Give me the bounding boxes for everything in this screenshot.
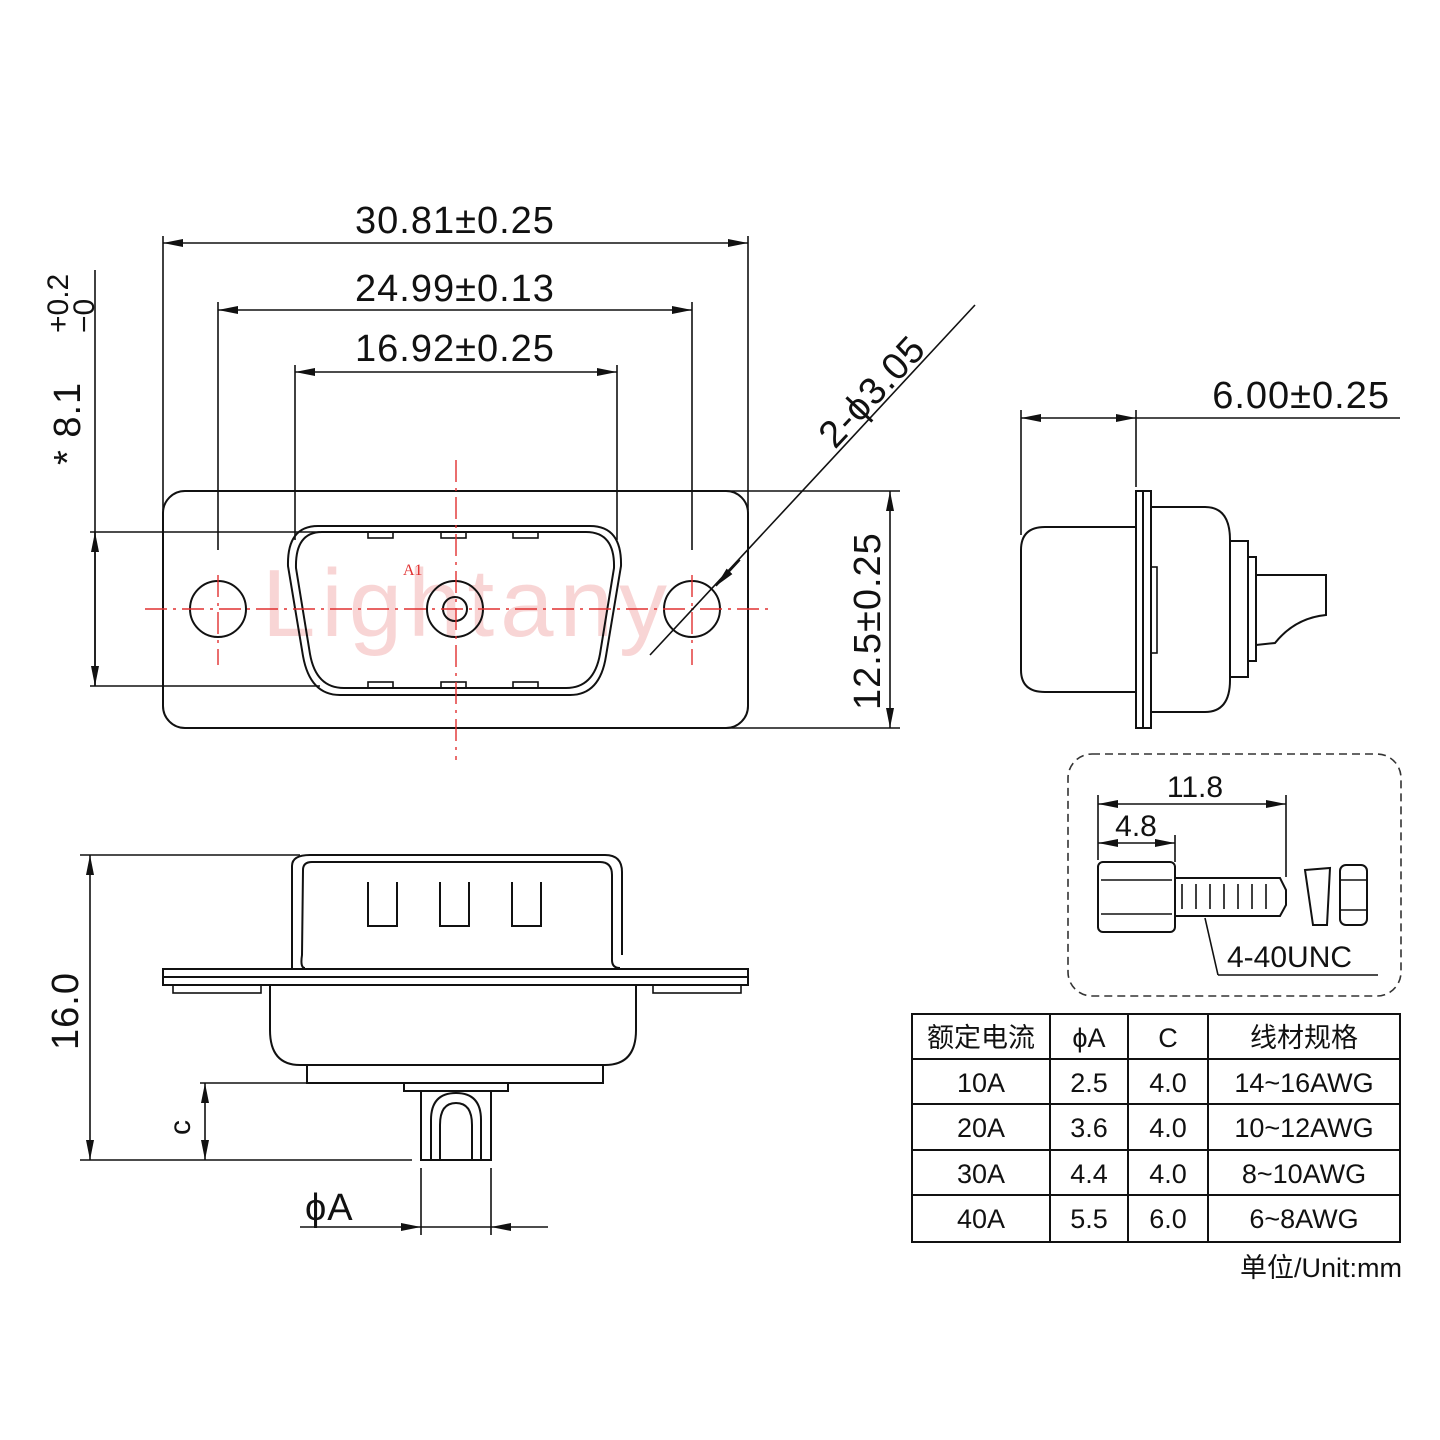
detail-frame xyxy=(1067,753,1402,997)
header-c: C xyxy=(1158,1023,1178,1053)
leader-arrow xyxy=(715,559,741,587)
cell-c: 4.0 xyxy=(1149,1113,1187,1143)
side-view: 6.00±0.25 xyxy=(1020,375,1400,729)
pin-label: A1 xyxy=(403,562,423,579)
flange-tab xyxy=(652,984,742,994)
dimple xyxy=(367,531,394,539)
d-shell-outer xyxy=(286,525,623,696)
lock-washer xyxy=(1303,866,1332,926)
cell-c: 4.0 xyxy=(1149,1159,1187,1189)
dimple xyxy=(440,531,467,539)
cell-wire: 8~10AWG xyxy=(1242,1159,1366,1189)
dim-pin-length: c xyxy=(164,1120,197,1135)
header-wire-spec: 线材规格 xyxy=(1250,1023,1358,1053)
cell-current: 20A xyxy=(957,1113,1005,1143)
solder-cup-outer xyxy=(430,1091,482,1160)
dim-shell-height-group: * 8.1 +0.2 −0 xyxy=(42,274,101,465)
flange-plate xyxy=(1142,490,1152,729)
flange-plate xyxy=(162,968,749,978)
dim-hex-length: 4.8 xyxy=(1115,810,1157,843)
cell-wire: 6~8AWG xyxy=(1249,1204,1358,1234)
thread-marks xyxy=(1181,884,1267,909)
table-border xyxy=(911,1013,1401,1243)
solder-cup xyxy=(420,1091,492,1161)
cell-current: 40A xyxy=(957,1204,1005,1234)
hardware-detail: 11.8 4.8 4-40UNC xyxy=(1067,753,1402,997)
rear-step-2 xyxy=(403,1082,509,1092)
solder-cup-inner xyxy=(439,1101,473,1160)
dimple xyxy=(512,531,539,539)
dim-shell-width: 16.92±0.25 xyxy=(355,328,555,370)
table-row: 30A 4.4 4.0 8~10AWG xyxy=(957,1159,1366,1189)
threaded-stud xyxy=(1175,877,1287,917)
rear-body xyxy=(269,985,637,1066)
mating-shell-side xyxy=(1020,526,1136,693)
shell-inner xyxy=(300,861,621,969)
cell-c: 6.0 xyxy=(1149,1204,1187,1234)
cell-current: 10A xyxy=(957,1068,1005,1098)
hex-standoff xyxy=(1097,861,1176,933)
dim-overall-length: 11.8 xyxy=(1167,771,1223,804)
leader-hole-diameter xyxy=(649,304,976,656)
dim-pin-diameter: ϕA xyxy=(305,1187,354,1229)
dimple xyxy=(440,681,467,689)
dim-shell-height: * 8.1 xyxy=(47,382,89,465)
table-header: 额定电流 ϕA C 线材规格 xyxy=(927,1023,1358,1053)
contact-slot xyxy=(511,882,542,927)
cell-diameter: 4.4 xyxy=(1070,1159,1108,1189)
cell-diameter: 3.6 xyxy=(1070,1113,1108,1143)
cell-wire: 14~16AWG xyxy=(1234,1068,1373,1098)
dim-shell-height-tol-upper: +0.2 xyxy=(42,274,75,333)
dimple xyxy=(512,681,539,689)
rear-step-2 xyxy=(1247,556,1257,662)
dim-hole-spacing: 24.99±0.13 xyxy=(355,268,555,310)
table-row: 10A 2.5 4.0 14~16AWG xyxy=(957,1068,1374,1098)
spec-table: 额定电流 ϕA C 线材规格 10A 2.5 4.0 14~16AWG 20A … xyxy=(911,1013,1402,1283)
hex-nut xyxy=(1339,864,1368,926)
solder-cup-side xyxy=(1255,574,1327,646)
dim-mating-depth: 6.00±0.25 xyxy=(1212,375,1390,417)
dim-flange-height: 12.5±0.25 xyxy=(847,532,889,710)
cell-diameter: 2.5 xyxy=(1070,1068,1108,1098)
dim-hole-diameter: 2-ϕ3.05 xyxy=(811,328,934,456)
dim-shell-height-tol-lower: −0 xyxy=(68,299,101,333)
dimple xyxy=(367,681,394,689)
contact-slot xyxy=(367,882,398,927)
dim-total-height: 16.0 xyxy=(45,972,87,1050)
thread-spec: 4-40UNC xyxy=(1227,941,1352,974)
shell-outer xyxy=(291,854,623,968)
rear-body xyxy=(1151,506,1231,713)
cell-wire: 10~12AWG xyxy=(1234,1113,1373,1143)
flange-plate xyxy=(1135,490,1144,729)
table-row: 20A 3.6 4.0 10~12AWG xyxy=(957,1113,1374,1143)
front-view: Lightany A1 30.81± xyxy=(42,200,976,760)
unit-note: 单位/Unit:mm xyxy=(1240,1253,1402,1283)
rear-step xyxy=(306,1064,604,1084)
watermark-text: Lightany xyxy=(262,550,673,657)
table-row: 40A 5.5 6.0 6~8AWG xyxy=(957,1204,1359,1234)
cell-c: 4.0 xyxy=(1149,1068,1187,1098)
rear-step xyxy=(1229,540,1249,678)
bottom-view: 16.0 c ϕA xyxy=(45,854,749,1235)
thread-leader xyxy=(1204,917,1219,976)
flange-tab xyxy=(172,984,262,994)
header-rated-current: 额定电流 xyxy=(927,1023,1035,1053)
contact-slot xyxy=(439,882,470,927)
cell-current: 30A xyxy=(957,1159,1005,1189)
header-pin-diameter: ϕA xyxy=(1072,1023,1105,1053)
insulator-step xyxy=(1150,566,1158,654)
d-shell-inner xyxy=(294,531,616,689)
dim-overall-width: 30.81±0.25 xyxy=(355,200,555,242)
cell-diameter: 5.5 xyxy=(1070,1204,1108,1234)
flange-plate xyxy=(162,976,749,986)
